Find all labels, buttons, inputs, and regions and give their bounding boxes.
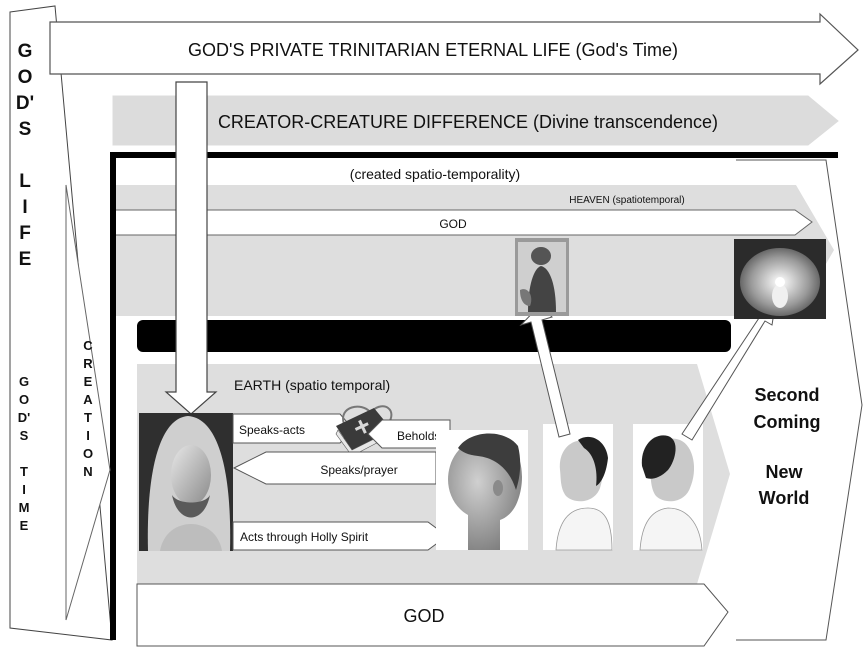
creation-arrow [65, 184, 111, 621]
gods-time-letter: E [20, 518, 29, 533]
created-label: (created spatio-temporality) [350, 166, 520, 182]
creation-letter: R [83, 356, 93, 371]
heaven-earth-divider [137, 320, 731, 352]
god-heaven-label: GOD [439, 217, 467, 231]
heaven-label: HEAVEN (spatiotemporal) [569, 195, 684, 206]
jesus-portrait [139, 413, 233, 551]
heaven-painting-1 [515, 238, 569, 316]
creation-letter: A [83, 392, 93, 407]
gods-life-letter: F [19, 223, 31, 244]
beholds-label: Beholds [397, 429, 440, 443]
earth-label: EARTH (spatio temporal) [234, 377, 390, 393]
creation-letter: T [84, 410, 92, 425]
human-head-image [436, 430, 528, 550]
man-looking-up-image-1 [543, 424, 613, 551]
creation-letter: N [83, 464, 92, 479]
heaven-band [113, 185, 834, 316]
gods-life-letter: G [18, 41, 33, 62]
creation-letter: E [84, 374, 93, 389]
man-looking-up-image-2 [633, 424, 703, 551]
gods-time-letter: O [19, 392, 29, 407]
gods-time-letter: M [19, 500, 30, 515]
creator-creature-label: CREATOR-CREATURE DIFFERENCE (Divine tran… [218, 112, 718, 132]
gods-life-letter: I [22, 197, 27, 218]
creation-letter: O [83, 446, 93, 461]
speaks-acts-label: Speaks-acts [239, 423, 305, 437]
heaven-painting-2 [734, 239, 826, 319]
gods-time-letter: T [20, 464, 28, 479]
gods-life-letter: E [19, 249, 32, 270]
creation-letter: C [83, 338, 93, 353]
created-frame [110, 152, 838, 640]
gods-life-letter: S [19, 119, 32, 140]
god-bottom-arrow [136, 583, 729, 647]
gods-life-letters: GO D' S LIFE [16, 41, 34, 270]
creation-letter: I [86, 428, 90, 443]
new-world-line-1: New [765, 462, 803, 482]
gods-life-letter: L [19, 171, 31, 192]
second-coming-line-1: Second [754, 385, 819, 405]
new-world-line-2: World [759, 488, 810, 508]
descent-arrow [164, 81, 218, 415]
second-coming-line-2: Coming [754, 412, 821, 432]
gods-life-letter: D' [16, 93, 34, 114]
creator-creature-arrow [112, 95, 839, 146]
gods-time-letter: G [19, 374, 29, 389]
gods-time-letter: I [22, 482, 26, 497]
gods-time-letter: S [20, 428, 29, 443]
god-bottom-label: GOD [403, 606, 444, 626]
acts-spirit-label: Acts through Holly Spirit [240, 530, 369, 544]
speaks-prayer-label: Speaks/prayer [320, 463, 397, 477]
gods-life-letter: O [18, 67, 33, 88]
eternal-life-arrow [49, 12, 859, 86]
eternal-life-label: GOD'S PRIVATE TRINITARIAN ETERNAL LIFE (… [188, 40, 678, 60]
gods-time-letter: D' [18, 410, 30, 425]
